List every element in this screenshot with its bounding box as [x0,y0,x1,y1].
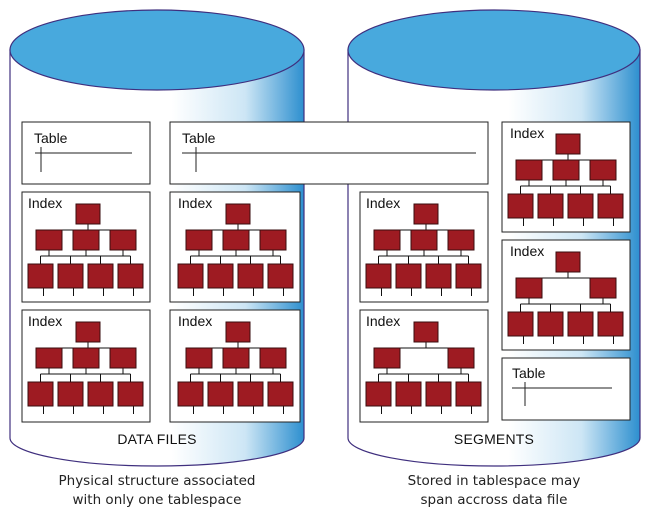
index-node [72,229,100,251]
index-label: Index [510,125,544,141]
table-label: Table [34,130,68,146]
index-node [597,193,624,219]
index-box-right-3: Index [501,121,631,233]
table-box-spanning: Table [169,121,489,185]
table-label: Table [512,365,546,381]
index-node [373,347,401,369]
index-node [259,229,287,251]
index-node [447,229,475,251]
index-node [27,381,54,407]
index-box-left-2: Index [169,191,301,303]
index-node [177,263,204,289]
index-node [589,277,617,299]
index-label: Index [178,313,212,329]
index-node [185,229,213,251]
index-box-right-1: Index [359,191,489,303]
index-node [35,347,63,369]
index-box-left-3: Index [21,309,151,423]
index-label: Index [366,313,400,329]
index-node [555,251,581,273]
index-node [552,159,580,181]
index-node [207,381,234,407]
caption-line: Physical structure associated [58,473,256,489]
index-node [117,263,144,289]
caption-line: span accross data file [420,492,568,508]
index-node [267,263,294,289]
caption-line: with only one tablespace [72,492,242,508]
index-node [259,347,287,369]
index-node [117,381,144,407]
index-node [537,193,564,219]
index-node [395,381,422,407]
index-node [413,203,439,225]
index-node [222,229,250,251]
index-box-left-1: Index [21,191,151,303]
index-node [57,263,84,289]
index-label: Index [28,313,62,329]
index-node [410,229,438,251]
index-node [35,229,63,251]
index-node [373,229,401,251]
index-node [567,193,594,219]
index-node [177,381,204,407]
table-label: Table [182,130,216,146]
index-node [109,347,137,369]
index-node [425,263,452,289]
index-node [589,159,617,181]
index-label: Index [510,243,544,259]
index-node [515,277,543,299]
caption-line: Stored in tablespace may [407,473,581,489]
index-node [413,321,439,343]
index-node [455,263,482,289]
segments-label: SEGMENTS [454,431,534,447]
index-node [75,203,101,225]
data-files-label: DATA FILES [117,431,196,447]
index-node [507,311,534,337]
index-label: Index [178,195,212,211]
index-node [109,229,137,251]
table-box-left: Table [21,121,151,185]
index-node [57,381,84,407]
index-node [597,311,624,337]
cylinder-top [9,9,305,91]
index-node [267,381,294,407]
index-node [365,381,392,407]
index-node [507,193,534,219]
index-node [365,263,392,289]
index-node [425,381,452,407]
index-node [395,263,422,289]
index-box-left-4: Index [169,309,301,423]
index-node [237,381,264,407]
index-node [555,133,581,155]
index-node [87,381,114,407]
index-node [185,347,213,369]
cylinder-top [347,9,641,91]
data-files-caption: Physical structure associated with only … [27,472,287,510]
index-node [222,347,250,369]
index-node [515,159,543,181]
index-box-right-2: Index [359,309,489,423]
index-node [225,321,251,343]
index-node [455,381,482,407]
index-node [237,263,264,289]
table-box-right: Table [501,357,631,421]
index-box-right-4: Index [501,239,631,351]
index-node [72,347,100,369]
index-node [447,347,475,369]
index-label: Index [366,195,400,211]
index-node [225,203,251,225]
index-node [537,311,564,337]
index-label: Index [28,195,62,211]
index-node [87,263,114,289]
index-node [27,263,54,289]
segments-caption: Stored in tablespace may span accross da… [364,472,624,510]
index-node [207,263,234,289]
index-node [567,311,594,337]
index-node [75,321,101,343]
